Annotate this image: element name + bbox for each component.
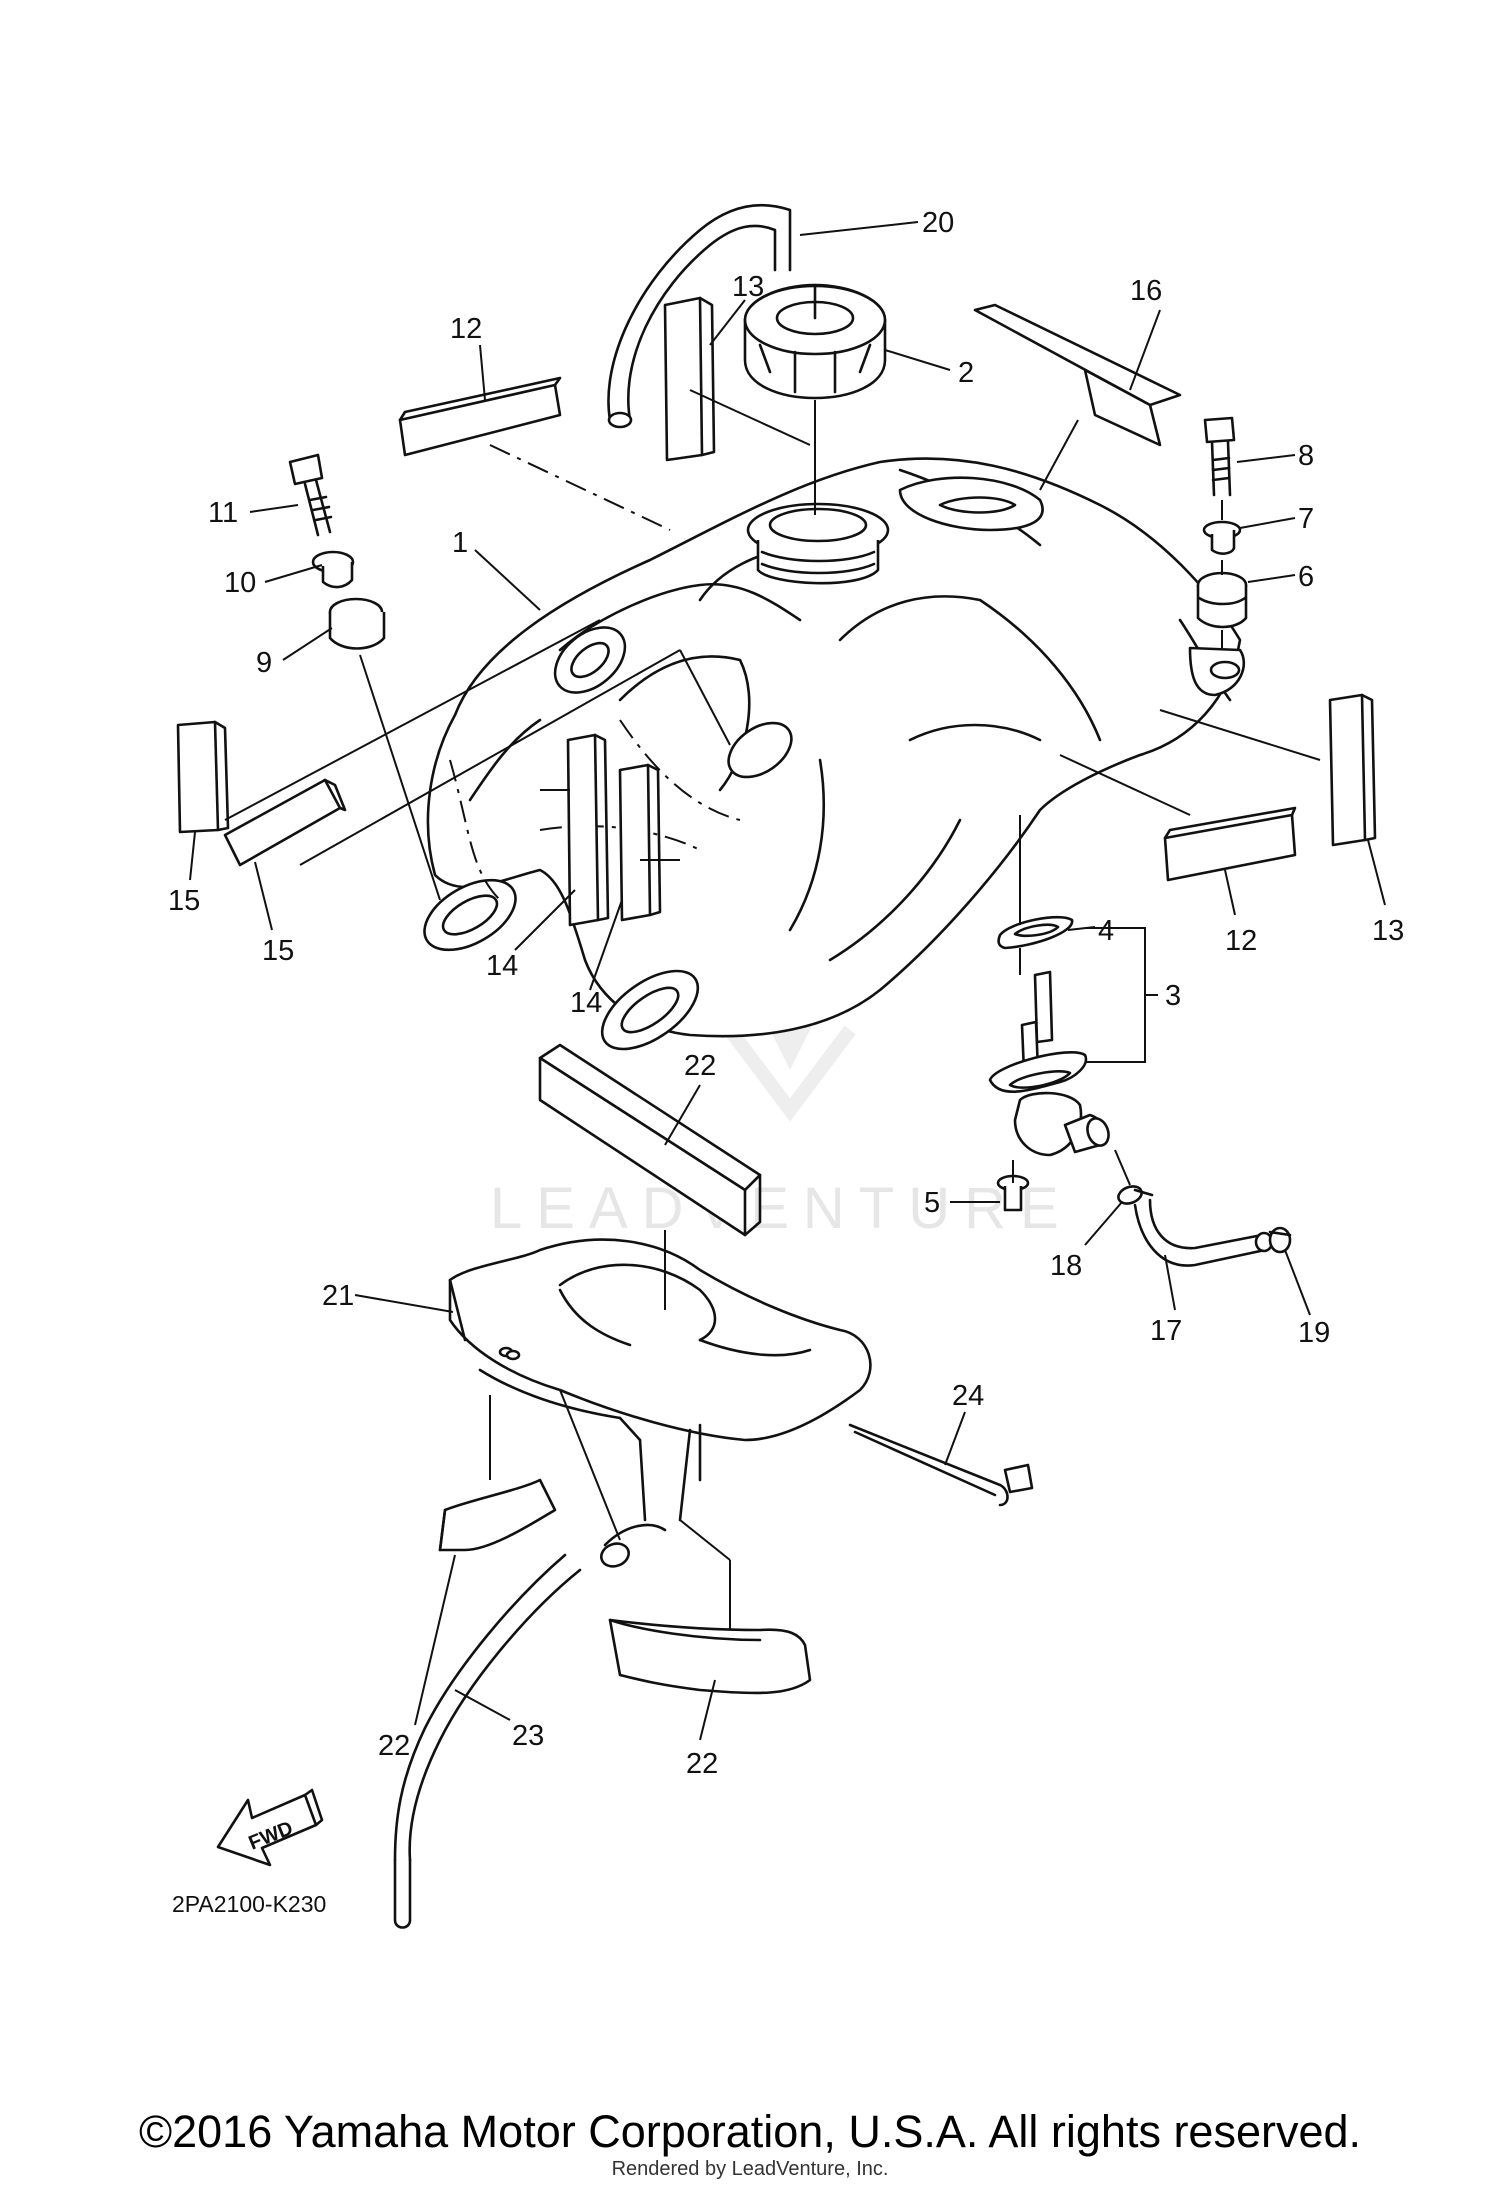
callout-20: 20 <box>922 207 954 239</box>
callout-18: 18 <box>1050 1250 1082 1282</box>
wire-harness-24[interactable] <box>848 1423 1034 1507</box>
drawing-code: 2PA2100-K230 <box>172 1891 326 1917</box>
watermark-text: LEADVENTURE <box>490 1176 1073 1241</box>
fuel-cock-3[interactable] <box>988 970 1112 1157</box>
fwd-arrow-icon: FWD <box>216 1788 324 1867</box>
callout-leaders <box>189 221 1386 1741</box>
fuel-tank[interactable] <box>413 457 1246 1065</box>
copyright-notice: ©2016 Yamaha Motor Corporation, U.S.A. A… <box>138 2106 1362 2157</box>
callout-1: 1 <box>452 527 468 559</box>
drain-hose-23[interactable] <box>393 1523 667 1929</box>
callout-3: 3 <box>1165 980 1181 1012</box>
clip-19[interactable] <box>1268 1226 1292 1254</box>
bolt-11[interactable] <box>288 453 333 537</box>
assembly-lines <box>224 389 1321 1630</box>
collar-7[interactable] <box>1202 520 1242 555</box>
damper-pad-13-right[interactable] <box>1328 693 1377 847</box>
callout-23: 23 <box>512 1720 544 1752</box>
fuel-cap[interactable] <box>743 283 887 400</box>
callout-22: 22 <box>684 1050 716 1082</box>
callout-22: 22 <box>686 1748 718 1780</box>
damper-pad-12-top[interactable] <box>398 376 562 457</box>
callout-17: 17 <box>1150 1315 1182 1347</box>
rendered-by-credit: Rendered by LeadVenture, Inc. <box>611 2158 889 2180</box>
callout-11: 11 <box>208 497 238 529</box>
clip-18[interactable] <box>1116 1183 1154 1206</box>
damper-22-left[interactable] <box>438 1478 557 1552</box>
tank-bracket-21[interactable] <box>448 1238 872 1522</box>
damper-pad-12-bottom[interactable] <box>1163 806 1297 882</box>
damper-22-right[interactable] <box>608 1618 812 1695</box>
damper-pad-14-a[interactable] <box>566 733 610 927</box>
grommet-9[interactable] <box>328 597 386 650</box>
callout-9: 9 <box>256 647 272 679</box>
collar-10[interactable] <box>311 550 355 589</box>
callout-24: 24 <box>952 1380 984 1412</box>
leadventure-watermark: LEADVENTURE <box>490 960 1073 1241</box>
callout-labels: 20 13 2 16 12 8 7 11 1 6 10 9 15 15 14 1… <box>168 207 1404 1780</box>
callout-10: 10 <box>224 567 256 599</box>
callout-6: 6 <box>1298 561 1314 593</box>
breather-hose[interactable] <box>607 203 792 429</box>
callout-19: 19 <box>1298 1317 1330 1349</box>
callout-15: 15 <box>262 935 294 967</box>
callout-12: 12 <box>450 313 482 345</box>
damper-pad-13-top[interactable] <box>663 296 716 462</box>
damper-pad-15-right[interactable] <box>223 778 347 867</box>
bolt-8[interactable] <box>1203 416 1236 497</box>
callout-22: 22 <box>378 1730 410 1762</box>
fuel-cock-gasket-4[interactable] <box>997 915 1074 950</box>
callout-14: 14 <box>486 950 518 982</box>
callout-12: 12 <box>1225 925 1257 957</box>
callout-21: 21 <box>322 1280 354 1312</box>
fuel-hose-17[interactable] <box>1133 1198 1274 1267</box>
callout-14: 14 <box>570 987 602 1019</box>
callout-13: 13 <box>732 271 764 303</box>
callout-2: 2 <box>958 357 974 389</box>
damper-pad-14-b[interactable] <box>618 763 662 922</box>
damper-16[interactable] <box>973 303 1182 447</box>
callout-5: 5 <box>924 1187 940 1219</box>
damper-22-top[interactable] <box>538 1043 762 1237</box>
callout-8: 8 <box>1298 440 1314 472</box>
callout-13: 13 <box>1372 915 1404 947</box>
damper-pad-15-left[interactable] <box>176 720 230 834</box>
grommet-6[interactable] <box>1196 571 1248 629</box>
callout-4: 4 <box>1098 915 1114 947</box>
callout-16: 16 <box>1130 275 1162 307</box>
callout-15: 15 <box>168 885 200 917</box>
callout-7: 7 <box>1298 503 1314 535</box>
